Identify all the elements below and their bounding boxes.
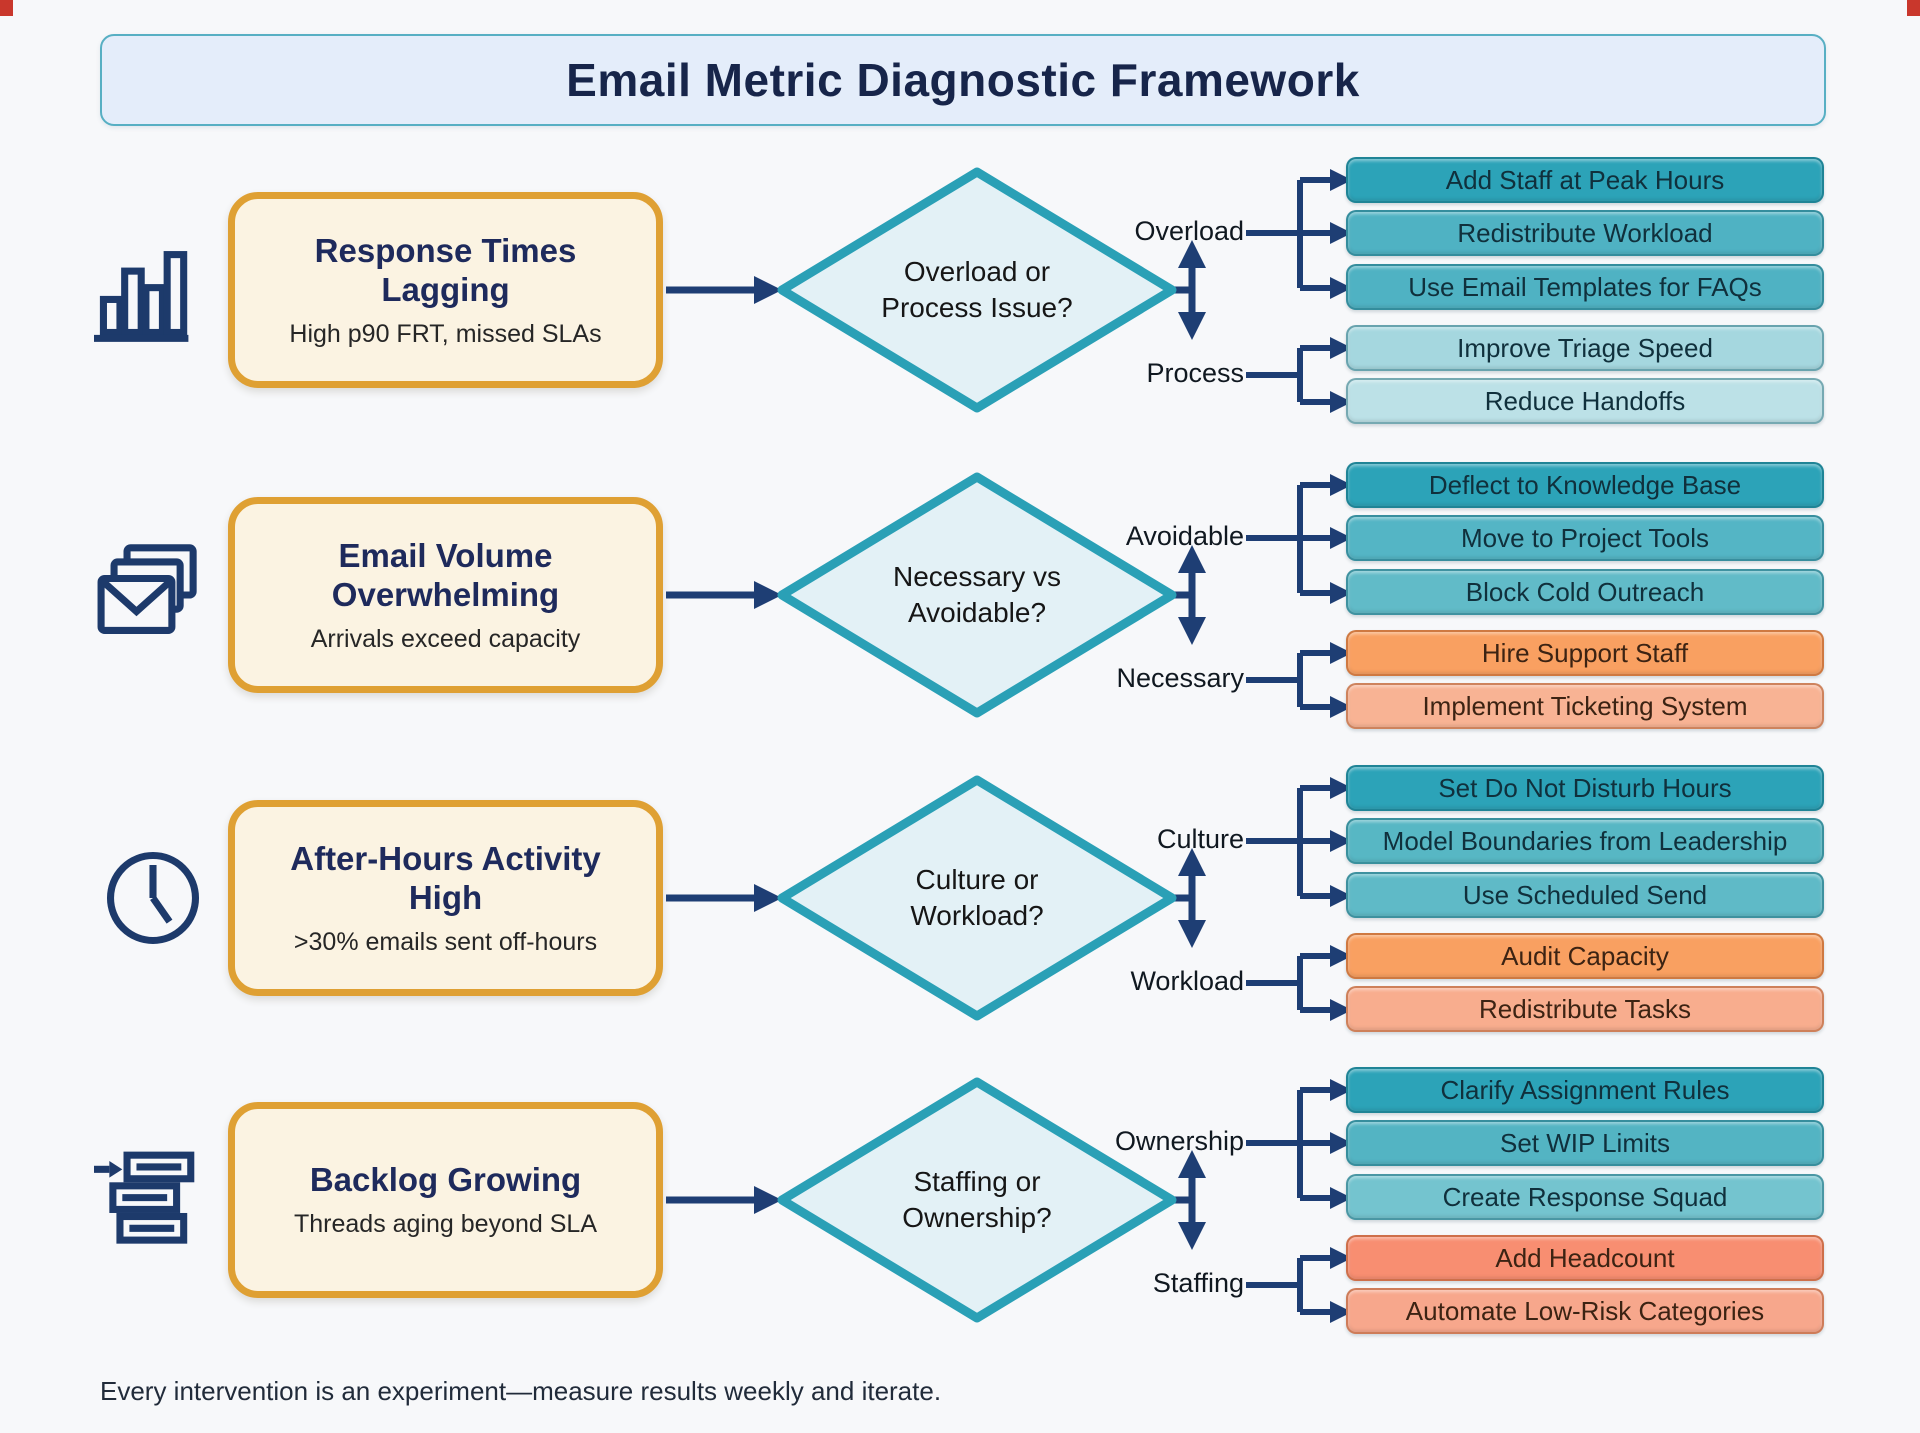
decision-line2: Avoidable? xyxy=(907,597,1047,628)
action-box: Implement Ticketing System xyxy=(1346,683,1824,729)
action-box: Add Staff at Peak Hours xyxy=(1346,157,1824,203)
corner-mark xyxy=(0,0,13,16)
decision-diamond xyxy=(777,1077,1177,1323)
decision-line1: Staffing or xyxy=(913,1165,1041,1197)
branch-label-top: Culture xyxy=(1156,824,1244,854)
problem-subtitle: Arrivals exceed capacity xyxy=(310,624,581,653)
problem-card: Email Volume Overwhelming Arrivals excee… xyxy=(228,497,663,693)
clock-icon xyxy=(78,748,228,1048)
branch-label-top: Avoidable xyxy=(1125,521,1244,551)
action-box: Reduce Handoffs xyxy=(1346,378,1824,424)
decision-line1: Culture or xyxy=(915,863,1039,895)
decision-line2: Process Issue? xyxy=(881,292,1073,323)
backlog-stack-icon xyxy=(78,1050,228,1350)
decision-question: Necessary vs Avoidable? xyxy=(827,553,1127,637)
decision-line2: Workload? xyxy=(910,900,1044,931)
branch-label-bottom: Staffing xyxy=(1152,1268,1244,1298)
action-box: Set Do Not Disturb Hours xyxy=(1346,765,1824,811)
title-banner: Email Metric Diagnostic Framework xyxy=(100,34,1826,126)
action-box: Use Email Templates for FAQs xyxy=(1346,264,1824,310)
action-box: Add Headcount xyxy=(1346,1235,1824,1281)
branch-label-bottom: Necessary xyxy=(1116,663,1244,693)
problem-card: After-Hours Activity High >30% emails se… xyxy=(228,800,663,996)
action-box: Hire Support Staff xyxy=(1346,630,1824,676)
branch-label-top: Ownership xyxy=(1114,1126,1244,1156)
decision-diamond xyxy=(777,167,1177,413)
decision-question: Staffing or Ownership? xyxy=(827,1158,1127,1242)
problem-title: Backlog Growing xyxy=(309,1161,582,1199)
flow-row-response-times: Response Times Lagging High p90 FRT, mis… xyxy=(0,140,1920,440)
action-box: Model Boundaries from Leadership xyxy=(1346,818,1824,864)
decision-line1: Necessary vs xyxy=(892,560,1062,592)
connector-lines xyxy=(666,472,1352,718)
problem-subtitle: Threads aging beyond SLA xyxy=(294,1210,597,1239)
action-box: Audit Capacity xyxy=(1346,933,1824,979)
envelopes-icon xyxy=(78,445,228,745)
action-box: Deflect to Knowledge Base xyxy=(1346,462,1824,508)
action-box: Create Response Squad xyxy=(1346,1174,1824,1220)
decision-question: Overload or Process Issue? xyxy=(827,248,1127,332)
action-box: Redistribute Tasks xyxy=(1346,986,1824,1032)
branch-label-bottom: Process xyxy=(1146,358,1244,388)
problem-title: Email Volume Overwhelming xyxy=(331,536,560,613)
flow-row-email-volume: Email Volume Overwhelming Arrivals excee… xyxy=(0,445,1920,745)
action-box: Improve Triage Speed xyxy=(1346,325,1824,371)
action-box: Clarify Assignment Rules xyxy=(1346,1067,1824,1113)
decision-line2: Ownership? xyxy=(902,1202,1052,1233)
problem-card: Backlog Growing Threads aging beyond SLA xyxy=(228,1102,663,1298)
connector-lines xyxy=(666,167,1352,413)
flow-row-after-hours: After-Hours Activity High >30% emails se… xyxy=(0,748,1920,1048)
decision-diamond xyxy=(777,472,1177,718)
decision-line1: Overload or xyxy=(903,255,1051,287)
footer-note: Every intervention is an experiment—meas… xyxy=(100,1376,942,1406)
problem-title: Response Times Lagging xyxy=(314,231,577,308)
flow-row-backlog: Backlog Growing Threads aging beyond SLA xyxy=(0,1050,1920,1350)
action-box: Block Cold Outreach xyxy=(1346,569,1824,615)
action-box: Redistribute Workload xyxy=(1346,210,1824,256)
bar-chart-icon xyxy=(78,140,228,440)
problem-subtitle: High p90 FRT, missed SLAs xyxy=(289,319,602,348)
connector-lines xyxy=(666,1077,1352,1323)
connector-lines xyxy=(666,775,1352,1021)
page-title: Email Metric Diagnostic Framework xyxy=(566,54,1360,106)
problem-subtitle: >30% emails sent off-hours xyxy=(293,927,598,956)
action-box: Set WIP Limits xyxy=(1346,1120,1824,1166)
decision-question: Culture or Workload? xyxy=(827,856,1127,940)
action-box: Use Scheduled Send xyxy=(1346,872,1824,918)
decision-diamond xyxy=(777,775,1177,1021)
problem-title: After-Hours Activity High xyxy=(290,839,601,916)
action-box: Move to Project Tools xyxy=(1346,515,1824,561)
corner-mark xyxy=(1907,0,1920,16)
problem-card: Response Times Lagging High p90 FRT, mis… xyxy=(228,192,663,388)
action-box: Automate Low-Risk Categories xyxy=(1346,1288,1824,1334)
branch-label-top: Overload xyxy=(1134,216,1244,246)
branch-label-bottom: Workload xyxy=(1130,966,1244,996)
